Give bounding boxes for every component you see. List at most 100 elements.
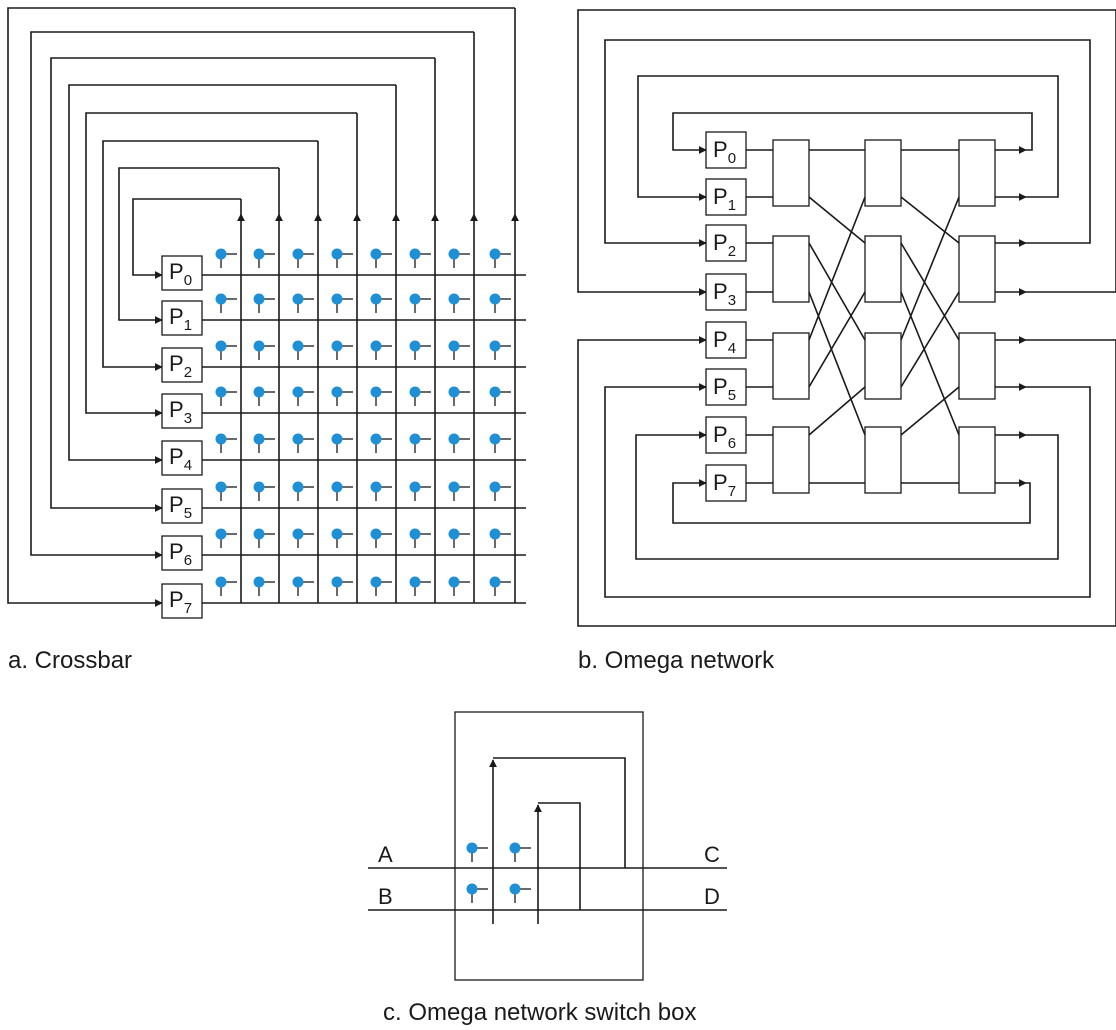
processor-name: P — [713, 422, 728, 447]
processor-name: P — [169, 351, 184, 376]
switch-dot — [370, 528, 382, 540]
switch-dot — [215, 340, 227, 352]
switch-dot — [292, 481, 304, 493]
switch-dot — [215, 528, 227, 540]
crosspoint-switch — [409, 248, 431, 268]
crosspoint-switch — [448, 340, 470, 360]
omega-shuffle-link — [900, 242, 960, 341]
processor-subscript: 4 — [728, 340, 736, 357]
switch-dot — [253, 481, 265, 493]
omega-shuffle-link — [900, 291, 960, 436]
crosspoint-switch — [292, 248, 314, 268]
switch-dot — [253, 386, 265, 398]
processor-box: P1 — [161, 300, 203, 336]
crosspoint-switch — [370, 248, 392, 268]
omega-switch-box — [958, 332, 996, 400]
crosspoint-switch — [215, 528, 237, 548]
switch-dot — [331, 481, 343, 493]
omega-switch-box — [772, 426, 810, 494]
switch-dot — [253, 293, 265, 305]
switch-dot — [370, 433, 382, 445]
omega-switch-box — [958, 426, 996, 494]
crosspoint-switch — [292, 481, 314, 501]
crosspoint-switch — [409, 293, 431, 313]
crosspoint-switch — [292, 386, 314, 406]
processor-label: P4 — [713, 327, 736, 357]
crosspoint-switch — [489, 293, 511, 313]
processor-subscript: 6 — [728, 435, 736, 452]
crosspoint-switch — [253, 386, 275, 406]
processor-name: P — [713, 230, 728, 255]
switch-crosspoint — [466, 883, 488, 903]
omega-shuffle-link — [808, 196, 866, 244]
processor-subscript: 7 — [728, 483, 736, 500]
input-label-a: A — [378, 842, 393, 867]
switch-dot — [448, 386, 460, 398]
switch-dot — [489, 433, 501, 445]
crossbar-feedback-wire — [85, 112, 357, 417]
crosspoint-switch — [292, 340, 314, 360]
switch-dot — [292, 433, 304, 445]
omega-shuffle-link — [808, 291, 866, 388]
omega-shuffle-link — [808, 242, 866, 341]
crosspoint-switch — [409, 433, 431, 453]
processor-box: P4 — [705, 321, 747, 359]
crosspoint-switch — [331, 481, 353, 501]
output-label-d: D — [704, 884, 720, 909]
switch-dot — [448, 576, 460, 588]
switch-dot — [215, 481, 227, 493]
crosspoint-switch — [215, 481, 237, 501]
processor-box-frame — [161, 255, 203, 291]
crosspoint-switch — [370, 528, 392, 548]
switch-dot — [509, 842, 521, 854]
switch-dot — [489, 293, 501, 305]
omega-shuffle-link — [900, 386, 960, 436]
processor-box-frame — [161, 300, 203, 336]
switch-dot — [370, 340, 382, 352]
processor-subscript: 2 — [728, 243, 736, 260]
switch-dot — [331, 433, 343, 445]
processor-label: P1 — [169, 304, 192, 334]
processor-box: P6 — [705, 416, 747, 454]
processor-label: P2 — [169, 351, 192, 381]
switch-dot — [448, 340, 460, 352]
processor-label: P7 — [713, 470, 736, 500]
crosspoint-switch — [331, 528, 353, 548]
processor-box: P7 — [705, 464, 747, 502]
switch-dot — [292, 293, 304, 305]
processor-subscript: 1 — [728, 197, 736, 214]
crosspoint-switch — [489, 433, 511, 453]
crosspoint-switch — [253, 293, 275, 313]
switch-box-caption: c. Omega network switch box — [383, 999, 696, 1026]
switch-dot — [331, 248, 343, 260]
processor-label: P3 — [169, 397, 192, 427]
crosspoint-switch — [215, 293, 237, 313]
switch-dot — [409, 340, 421, 352]
crossbar-caption: a. Crossbar — [8, 647, 132, 674]
processor-label: P5 — [169, 492, 192, 522]
omega-shuffle-link — [808, 291, 866, 436]
omega-feedback-wire — [604, 383, 1091, 598]
processor-subscript: 1 — [184, 317, 192, 334]
crosspoint-switch — [370, 433, 392, 453]
switch-dot — [448, 433, 460, 445]
crosspoint-switch — [489, 248, 511, 268]
switch-dot — [489, 386, 501, 398]
crosspoint-switch — [370, 386, 392, 406]
switch-dot — [448, 481, 460, 493]
processor-box: P6 — [161, 535, 203, 571]
crossbar-feedback-wire — [30, 31, 474, 559]
processor-box-frame — [161, 583, 203, 619]
processor-subscript: 2 — [184, 364, 192, 381]
processor-label: P4 — [169, 444, 192, 474]
processor-box: P0 — [705, 131, 747, 169]
processor-box: P3 — [705, 273, 747, 311]
omega-caption: b. Omega network — [578, 647, 775, 674]
switch-dot — [331, 528, 343, 540]
processor-box-frame — [161, 488, 203, 524]
omega-feedback-wire — [637, 75, 1059, 201]
crosspoint-switch — [370, 481, 392, 501]
